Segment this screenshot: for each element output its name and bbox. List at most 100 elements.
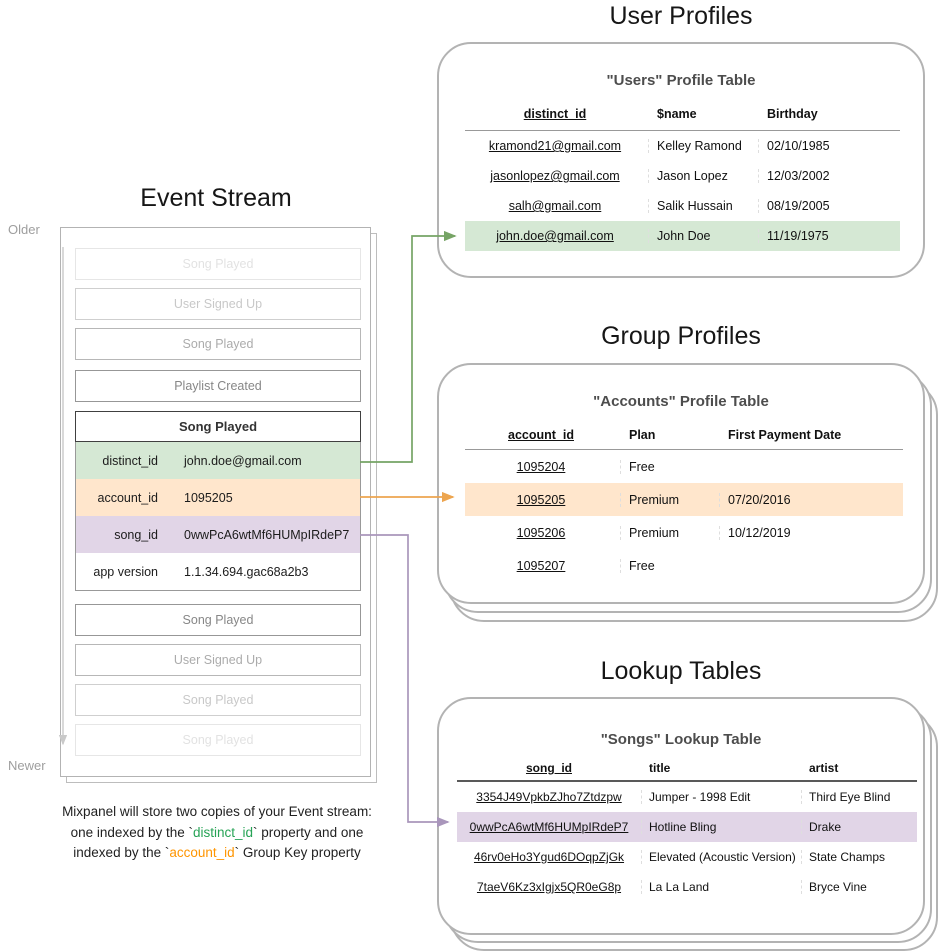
event-label: Song Played [182, 733, 254, 747]
event-label: Song Played [182, 337, 254, 351]
expanded-event-card: Song Played distinct_id john.doe@gmail.c… [75, 411, 361, 591]
property-value: 1095205 [184, 490, 233, 505]
caption-account-id: account_id [169, 845, 235, 860]
table-header-row: distinct_id $name Birthday [465, 102, 900, 126]
caption-text: ` Group Key property [234, 845, 361, 860]
cell-artist: State Champs [801, 850, 917, 864]
column-header-birthday: Birthday [767, 107, 818, 121]
property-row-distinct-id: distinct_id john.doe@gmail.com [76, 442, 360, 479]
expanded-event-properties: distinct_id john.doe@gmail.com account_i… [75, 442, 361, 591]
cell-title: Elevated (Acoustic Version) [641, 850, 801, 864]
table-row: 3354J49VpkbZJho7Ztdzpw Jumper - 1998 Edi… [457, 782, 917, 812]
cell-birthday: 08/19/2005 [758, 199, 900, 213]
table-row-highlighted: 0wwPcA6wtMf6HUMpIRdeP7 Hotline Bling Dra… [457, 812, 917, 842]
column-header-plan: Plan [629, 428, 656, 442]
cell-distinct-id: kramond21@gmail.com [488, 139, 622, 153]
property-row-song-id: song_id 0wwPcA6wtMf6HUMpIRdeP7 [76, 516, 360, 553]
accounts-table-title: "Accounts" Profile Table [593, 393, 769, 410]
column-header-distinct-id: distinct_id [523, 107, 587, 121]
table-row: 7taeV6Kz3xIgjx5QR0eG8p La La Land Bryce … [457, 872, 917, 902]
expanded-event-name: Song Played [75, 411, 361, 442]
event-box: User Signed Up [75, 644, 361, 676]
property-row-app-version: app version 1.1.34.694.gac68a2b3 [76, 553, 360, 590]
cell-account-id: 1095205 [516, 492, 566, 507]
older-label: Older [8, 222, 40, 237]
event-box: Song Played [75, 684, 361, 716]
table-row-highlighted: john.doe@gmail.com John Doe 11/19/1975 [465, 221, 900, 251]
caption-text: one indexed by the ` [70, 824, 193, 840]
cell-plan: Premium [620, 525, 719, 540]
column-header-title: title [649, 761, 671, 775]
event-box: Song Played [75, 604, 361, 636]
cell-account-id: 1095207 [516, 558, 566, 573]
cell-plan: Premium [620, 492, 719, 507]
cell-name: Kelley Ramond [648, 139, 758, 153]
cell-title: La La Land [641, 880, 801, 894]
table-row: 46rv0eHo3Ygud6DOqpZjGk Elevated (Acousti… [457, 842, 917, 872]
cell-title: Hotline Bling [641, 820, 801, 834]
event-label: Song Played [182, 613, 254, 627]
property-value: 0wwPcA6wtMf6HUMpIRdeP7 [184, 527, 350, 542]
column-header-account-id: account_id [508, 428, 574, 442]
property-row-account-id: account_id 1095205 [76, 479, 360, 516]
column-header-song-id: song_id [525, 761, 572, 775]
cell-birthday: 11/19/1975 [758, 229, 900, 243]
users-table-title: "Users" Profile Table [606, 72, 756, 89]
table-divider [465, 449, 903, 450]
event-stream-title: Event Stream [140, 184, 292, 212]
cell-name: Salik Hussain [648, 199, 758, 213]
caption-distinct-id: distinct_id [192, 824, 254, 840]
property-key: song_id [114, 527, 158, 542]
property-key: account_id [97, 490, 158, 505]
user-profiles-title: User Profiles [609, 2, 753, 30]
newer-label: Newer [8, 758, 46, 773]
cell-distinct-id: salh@gmail.com [508, 199, 602, 213]
table-row-highlighted: 1095205 Premium 07/20/2016 [465, 483, 903, 516]
caption-text: ` property and one [253, 824, 364, 840]
cell-birthday: 02/10/1985 [758, 139, 900, 153]
cell-song-id: 3354J49VpkbZJho7Ztdzpw [476, 790, 622, 804]
table-row: 1095207 Free [465, 549, 903, 582]
accounts-profile-card: "Accounts" Profile Table account_id Plan… [437, 363, 925, 604]
event-stream-panel: Song Played User Signed Up Song Played P… [60, 227, 371, 777]
event-label: User Signed Up [173, 653, 263, 667]
users-profile-card: "Users" Profile Table distinct_id $name … [437, 42, 925, 278]
cell-plan: Free [620, 558, 719, 573]
event-label: Playlist Created [174, 379, 262, 393]
cell-first-payment-date: 07/20/2016 [719, 492, 903, 507]
column-header-name: $name [657, 107, 697, 121]
property-key: app version [93, 564, 158, 579]
table-header-row: song_id title artist [457, 756, 917, 780]
table-row: salh@gmail.com Salik Hussain 08/19/2005 [465, 191, 900, 221]
cell-distinct-id: jasonlopez@gmail.com [490, 169, 620, 183]
lookup-tables-title: Lookup Tables [600, 657, 762, 685]
caption-line-1: Mixpanel will store two copies of your E… [62, 804, 372, 819]
cell-title: Jumper - 1998 Edit [641, 790, 801, 804]
caption-text: indexed by the ` [73, 845, 170, 860]
column-header-artist: artist [809, 761, 839, 775]
cell-name: Jason Lopez [648, 169, 758, 183]
songs-table-title: "Songs" Lookup Table [600, 731, 762, 748]
event-label: Song Played [182, 693, 254, 707]
songs-table: song_id title artist 3354J49VpkbZJho7Ztd… [457, 756, 917, 902]
songs-lookup-card: "Songs" Lookup Table song_id title artis… [437, 697, 925, 935]
event-box: User Signed Up [75, 288, 361, 320]
table-row: 1095206 Premium 10/12/2019 [465, 516, 903, 549]
column-header-first-payment-date: First Payment Date [728, 428, 842, 442]
event-label: User Signed Up [173, 297, 263, 311]
cell-account-id: 1095204 [516, 459, 566, 474]
cell-birthday: 12/03/2002 [758, 169, 900, 183]
table-header-row: account_id Plan First Payment Date [465, 423, 903, 447]
cell-artist: Drake [801, 820, 917, 834]
property-key: distinct_id [102, 453, 158, 468]
table-divider [465, 130, 900, 131]
event-label: Song Played [182, 257, 254, 271]
cell-artist: Bryce Vine [801, 880, 917, 894]
table-row: 1095204 Free [465, 450, 903, 483]
cell-song-id: 46rv0eHo3Ygud6DOqpZjGk [473, 850, 625, 864]
cell-song-id: 7taeV6Kz3xIgjx5QR0eG8p [476, 880, 622, 894]
cell-first-payment-date: 10/12/2019 [719, 525, 903, 540]
event-box: Song Played [75, 248, 361, 280]
cell-account-id: 1095206 [516, 525, 566, 540]
